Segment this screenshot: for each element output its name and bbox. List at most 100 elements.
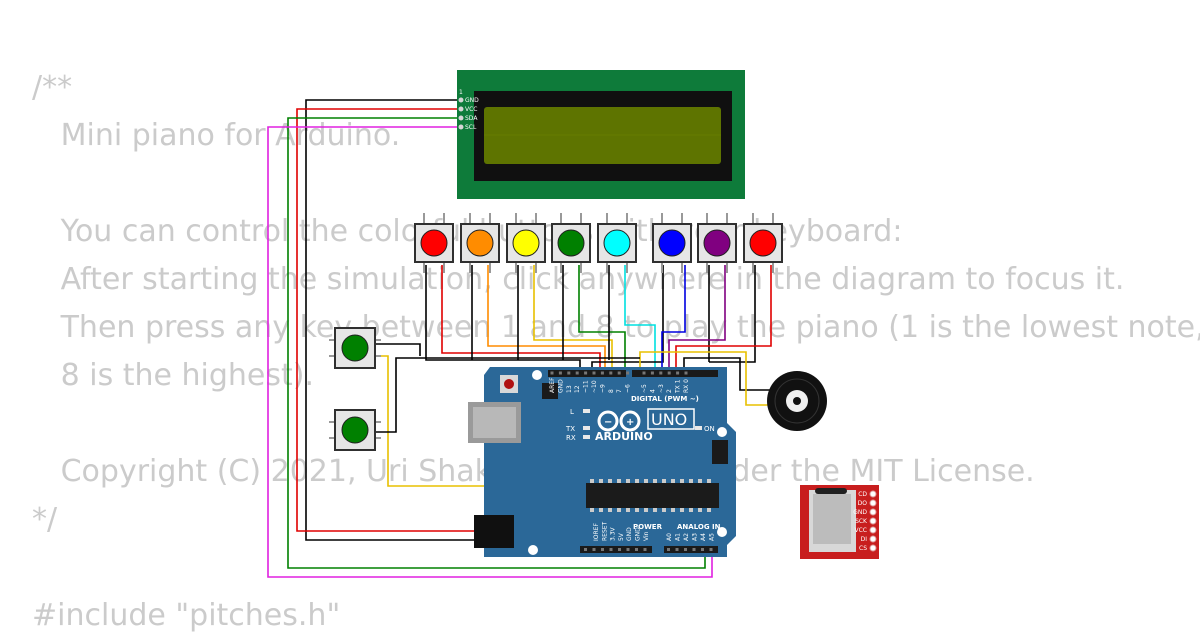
code-line: /**	[32, 70, 73, 105]
chip-pin	[617, 508, 621, 512]
button-cap	[557, 229, 585, 257]
mount-hole	[717, 427, 727, 437]
sd-pin-label: GND	[853, 509, 867, 516]
sd-pin-dot	[869, 526, 877, 534]
led-tx	[583, 426, 590, 430]
chip-pin	[608, 479, 612, 483]
chip-pin	[662, 479, 666, 483]
header-pin	[709, 548, 713, 551]
lcd-pin-vcc: VCC	[465, 106, 477, 113]
chip-pin	[626, 508, 630, 512]
header-pin	[659, 371, 663, 375]
digital-pin-label: TX 1	[675, 379, 682, 394]
led-l-label: L	[570, 408, 574, 416]
chip-pin	[689, 508, 693, 512]
arduino-uno[interactable]: L TX RX ON − + ARDUINO UNO DIGITAL (PWM …	[468, 367, 736, 557]
header-pin	[600, 371, 604, 375]
led-l	[583, 409, 590, 413]
piano-key-button-3[interactable]	[506, 213, 546, 273]
digital-pin-label: 13	[566, 385, 573, 393]
digital-pin-label: 12	[574, 385, 581, 393]
header-pin	[626, 548, 630, 551]
sd-pin-label: DI	[861, 536, 868, 543]
power-pin-label: Vin	[643, 531, 650, 541]
header-pin	[550, 371, 554, 375]
uno-box	[647, 408, 695, 430]
header-pin	[626, 371, 630, 375]
button-cap	[341, 334, 369, 362]
header-pin	[592, 548, 596, 551]
chip-pin	[680, 479, 684, 483]
lcd-pin-scl-dot	[458, 124, 464, 130]
chip-pin	[680, 508, 684, 512]
header-pin	[618, 548, 621, 551]
lcd-pin-sda: SDA	[465, 115, 478, 122]
analog-pin-label: A1	[675, 533, 682, 541]
side-button-1[interactable]	[329, 327, 381, 369]
button-cap	[703, 229, 731, 257]
chip-pin	[707, 508, 711, 512]
led-rx-label: RX	[566, 434, 576, 442]
mount-hole	[532, 370, 542, 380]
header-pin	[609, 548, 613, 551]
chip-pin	[698, 479, 702, 483]
buzzer[interactable]	[767, 371, 827, 431]
piano-key-button-1[interactable]	[414, 213, 454, 273]
digital-pin-label: 8	[608, 389, 615, 393]
lcd-pin-scl: SCL	[465, 124, 477, 131]
chip-pin	[617, 479, 621, 483]
piano-key-button-4[interactable]	[551, 213, 591, 273]
chip-pin	[698, 508, 702, 512]
lcd-screen	[484, 107, 721, 164]
chip-pin	[689, 479, 693, 483]
arduino-infinity-logo	[597, 410, 641, 432]
digital-pin-label: 2	[666, 389, 673, 393]
piano-key-button-2[interactable]	[460, 213, 500, 273]
led-rx	[583, 435, 590, 439]
power-pin-label: 3.3V	[610, 526, 617, 541]
chip-pin	[626, 479, 630, 483]
header-pin	[592, 371, 596, 375]
header-pin	[692, 548, 696, 551]
header-pin	[650, 371, 654, 375]
piano-key-button-7[interactable]	[697, 213, 737, 273]
wire-sidebtn1-gnd	[376, 343, 421, 356]
chip-pin	[653, 479, 657, 483]
chip-pin	[590, 508, 594, 512]
digital-pin-label: ~10	[591, 380, 598, 393]
chip-pins	[590, 479, 711, 512]
header-pin	[684, 548, 687, 551]
lcd-display[interactable]: 1 GND VCC SDA SCL	[457, 70, 745, 199]
led-tx-label: TX	[565, 425, 575, 433]
code-line: Mini piano for Arduino.	[32, 118, 401, 153]
power-pin-label: GND	[626, 527, 633, 541]
sd-pin-label: DO	[858, 500, 868, 507]
lcd-pin-gnd-dot	[458, 97, 464, 103]
chip-pin	[671, 479, 675, 483]
sd-pin-label: VCC	[855, 527, 867, 534]
header-pin	[635, 548, 638, 551]
side-button-2[interactable]	[329, 409, 381, 451]
digital-header-right	[632, 370, 718, 377]
mount-hole	[528, 545, 538, 555]
button-cap	[466, 229, 494, 257]
atmega-chip	[586, 483, 719, 508]
wire-buzzer-gnd	[683, 357, 770, 391]
lcd-pin-sda-dot	[458, 115, 464, 121]
header-pin	[617, 371, 621, 375]
wire-lcd-scl	[267, 126, 713, 578]
header-pin	[676, 371, 680, 375]
piano-key-button-5[interactable]	[597, 213, 637, 273]
icsp-header	[542, 383, 728, 464]
analog-pin-label: A0	[666, 533, 673, 541]
chip-pin	[662, 508, 666, 512]
piano-key-button-8[interactable]	[743, 213, 783, 273]
wire-btn1-sig	[441, 265, 601, 378]
header-pin	[609, 371, 613, 375]
power-pin-label: 5V	[618, 532, 625, 541]
piano-key-button-6[interactable]	[652, 213, 692, 273]
arduino-brand: ARDUINO	[595, 430, 653, 443]
sd-pin-label: CS	[859, 545, 867, 552]
